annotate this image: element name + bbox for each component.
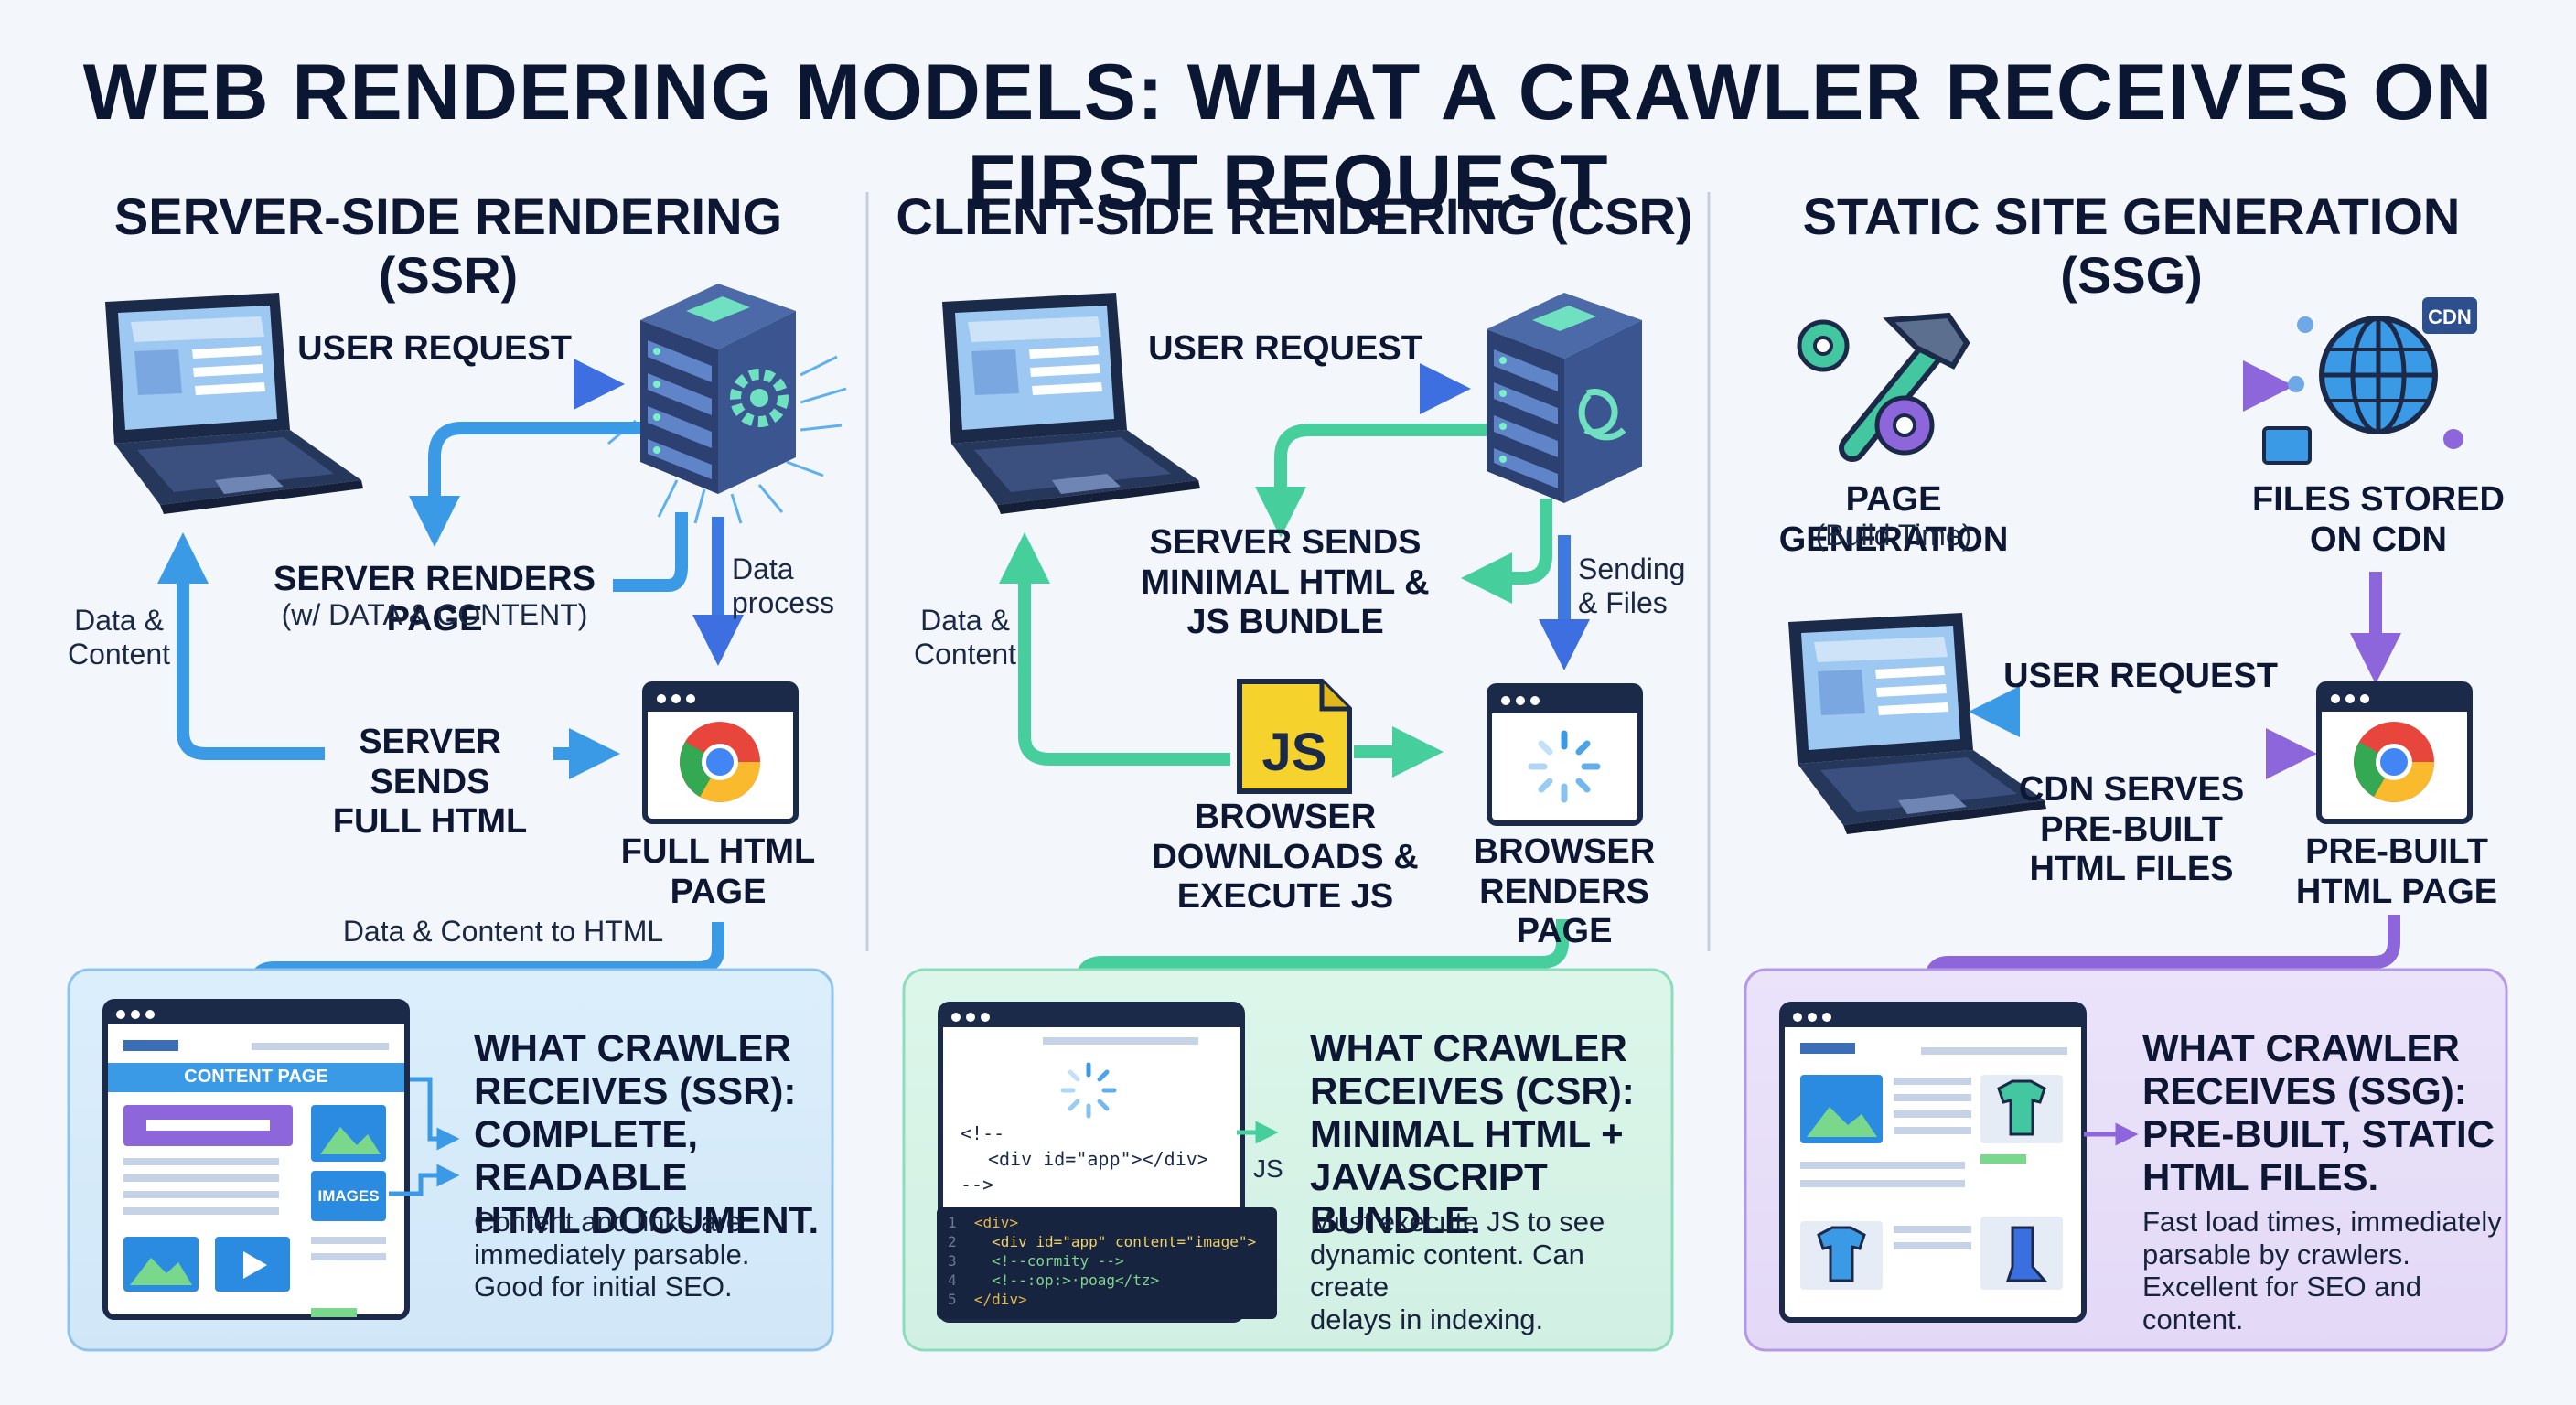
ssr-pointer-arrow-1 (410, 1077, 460, 1151)
csr-code-comment-open: <!-- (961, 1122, 1005, 1144)
ssr-pointer-arrow-2 (389, 1164, 460, 1196)
csr-js-file-label: JS (1261, 723, 1327, 782)
ssg-browser-icon (2319, 684, 2470, 821)
csr-code-div: <div id="app"></div> (988, 1148, 1208, 1170)
code-line: 3 <!--cormity --> (948, 1252, 1124, 1270)
ssg-build-time-label: (Build Time) (1815, 519, 1972, 552)
csr-heading: CLIENT-SIDE RENDERING (CSR) (896, 188, 1693, 245)
csr-server-sends-label: SERVER SENDS MINIMAL HTML & JS BUNDLE (1141, 523, 1430, 642)
ssr-render-return-line (613, 512, 688, 592)
ssg-prebuilt-page-label: PRE-BUILT HTML PAGE (2295, 832, 2498, 911)
ssr-images-label: IMAGES (317, 1187, 380, 1205)
ssr-browser-icon (645, 684, 796, 821)
code-line: 1 <div> (948, 1214, 1019, 1231)
csr-browser-renders-label: BROWSER RENDERS PAGE (1473, 832, 1656, 951)
ssr-server-sends-label: SERVER SENDS FULL HTML (332, 723, 528, 842)
csr-user-request-label: USER REQUEST (1148, 329, 1422, 368)
ssr-server-icon (607, 284, 847, 524)
ssr-data-content-label: Data & Content (67, 604, 171, 670)
ssg-user-request-label: USER REQUEST (2003, 657, 2278, 695)
ssg-box-body: Fast load times, immediately parsable by… (2142, 1206, 2502, 1335)
csr-box-heading: WHAT CRAWLER RECEIVES (CSR): MINIMAL HTM… (1310, 1026, 1635, 1242)
csr-browser-icon (1489, 686, 1640, 823)
ssr-data-to-html-label: Data & Content to HTML (342, 915, 664, 948)
ssr-server-renders-sub: (w/ DATA & CONTENT) (281, 598, 588, 631)
ssr-page-illustration (102, 999, 410, 1320)
code-line: 5 </div> (948, 1291, 1027, 1308)
ssr-content-page-label: CONTENT PAGE (184, 1067, 328, 1087)
code-line: 2 <div id="app" content="image"> (948, 1233, 1257, 1250)
ssg-box-heading: WHAT CRAWLER RECEIVES (SSG): PRE-BUILT, … (2142, 1026, 2495, 1199)
ssr-data-process-label: Data process (732, 552, 835, 619)
ssr-server-renders-label: SERVER RENDERS PAGE (274, 560, 596, 638)
csr-data-content-label: Data & Content (913, 604, 1017, 670)
ssg-build-tools-icon (1797, 312, 1970, 462)
csr-data-return-arrow (999, 532, 1230, 766)
ssr-user-request-label: USER REQUEST (297, 329, 572, 368)
csr-box-body: Must execute JS to see dynamic content. … (1310, 1206, 1605, 1335)
ssr-render-arrow (409, 422, 640, 547)
csr-code-comment-close: --> (961, 1174, 994, 1196)
csr-server-icon (1487, 293, 1642, 503)
csr-browser-downloads-label: BROWSER DOWNLOADS & EXECUTE JS (1152, 798, 1419, 917)
cdn-globe-icon (2262, 297, 2477, 465)
ssg-page-generation-label: PAGE GENERATION (1778, 480, 2009, 559)
csr-server-sends-arrow (1255, 424, 1487, 538)
ssr-full-html-page-label: FULL HTML PAGE (620, 832, 816, 911)
csr-js-tag: JS (1253, 1154, 1283, 1183)
ssr-heading: SERVER-SIDE RENDERING (SSR) (113, 188, 783, 305)
ssr-box-heading: WHAT CRAWLER RECEIVES (SSR): COMPLETE, R… (474, 1026, 820, 1242)
code-line: 4 <!--:op:>·poag</tz> (948, 1271, 1160, 1289)
csr-sending-files-label: Sending & Files (1578, 552, 1686, 619)
ssg-heading: STATIC SITE GENERATION (SSG) (1802, 188, 2461, 305)
cdn-badge-label: CDN (2428, 306, 2472, 328)
ssg-files-stored-label: FILES STORED ON CDN (2252, 480, 2505, 559)
ssr-laptop-icon (105, 293, 363, 514)
csr-code-block: 1 <div> 2 <div id="app" content="image">… (948, 1213, 1272, 1309)
page-title: WEB RENDERING MODELS: WHAT A CRAWLER REC… (82, 48, 2494, 227)
csr-laptop-icon (942, 293, 1200, 514)
csr-js-file-icon (1237, 679, 1352, 794)
ssg-cdn-serves-label: CDN SERVES PRE-BUILT HTML FILES (2018, 770, 2245, 889)
csr-return-line (1461, 499, 1552, 604)
ssr-data-return-arrow (157, 532, 325, 760)
csr-page-illustration (937, 1002, 1277, 1323)
ssr-box-body: Content and links are immediately parsab… (474, 1206, 750, 1303)
ssg-page-illustration (1779, 1002, 2087, 1323)
